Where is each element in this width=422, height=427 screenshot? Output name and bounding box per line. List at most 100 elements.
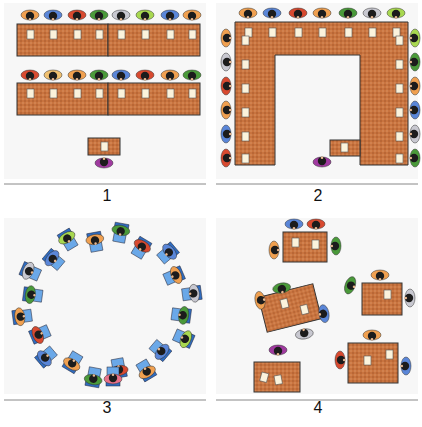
panel-number: 1 [103,187,112,205]
student-figure [285,219,303,230]
panel-number: 2 [314,187,323,205]
paper-sheet [27,30,34,39]
student-figure [269,241,280,259]
paper-sheet [242,36,249,45]
paper-sheet [50,89,57,98]
paper-sheet [142,30,149,39]
student-figure [112,70,130,81]
student-figure [147,337,173,363]
student-figure [136,70,154,81]
paper-sheet [242,84,249,93]
panel-grounds [4,3,418,394]
student-figure [221,101,232,119]
student-figure [239,8,257,19]
student-figure [410,125,421,143]
student-figure [155,240,181,266]
student-figure [269,345,287,356]
student-figure [263,8,281,19]
paper-sheet [96,89,103,98]
student-figure [171,326,196,350]
student-figure [68,10,86,21]
student-figure [295,327,315,340]
student-figure [335,351,346,369]
student-figure [171,305,192,325]
paper-sheet [280,298,289,308]
paper-sheet [245,28,252,37]
paper-sheet [101,142,108,151]
student-figure [272,282,292,295]
student-figure [12,306,33,326]
paper-sheet [242,132,249,141]
paper-sheet [167,89,174,98]
student-figure [317,304,330,324]
paper-sheet [50,30,57,39]
student-figure [221,29,232,47]
student-figure [85,231,106,253]
paper-sheet [292,238,299,247]
student-figure [221,53,232,71]
paper-sheet [295,28,302,37]
paper-sheet [260,372,269,383]
student-figure [128,235,153,261]
student-figure [28,322,53,346]
student-figure [331,237,342,255]
student-figure [68,70,86,81]
student-figure [410,149,421,167]
student-figure [112,10,130,21]
student-figure [22,285,43,305]
paper-sheet [167,30,174,39]
paper-sheet [386,350,393,359]
student-figure [307,219,325,230]
student-figure [44,10,62,21]
paper-sheet [189,89,196,98]
student-figure [339,8,357,19]
student-figure [401,357,412,375]
student-figure [161,10,179,21]
student-figure [104,367,122,386]
student-figure [60,349,85,375]
paper-sheet [396,84,403,93]
student-figure [136,10,154,21]
panel-rules [4,184,418,400]
student-figure [90,10,108,21]
paper-sheet [364,356,371,365]
student-figure [183,10,201,21]
student-figure [21,10,39,21]
paper-sheet [396,36,403,45]
paper-sheet [396,132,403,141]
paper-sheet [274,375,282,385]
paper-sheet [300,304,309,314]
paper-sheet [27,89,34,98]
student-figure [221,77,232,95]
paper-sheet [118,89,125,98]
paper-sheet [242,108,249,117]
panel-number: 3 [103,399,112,417]
paper-sheet [189,30,196,39]
paper-sheet [341,143,348,152]
student-figure [410,53,421,71]
paper-sheet [74,89,81,98]
paper-sheet [393,28,400,37]
student-figure [342,275,358,296]
paper-sheet [118,30,125,39]
student-figure [410,101,421,119]
student-figure [405,289,416,307]
student-figure [387,8,405,19]
student-figure [313,8,331,19]
student-figure [21,70,39,81]
paper-sheet [384,290,391,299]
paper-sheet [345,28,352,37]
panel-number: 4 [314,399,323,417]
student-figure [313,157,331,168]
student-figure [95,158,113,169]
student-figure [55,227,80,253]
student-figure [410,29,421,47]
student-figure [363,330,381,341]
student-figure [41,247,67,273]
student-figure [289,8,307,19]
student-figure [254,291,267,311]
paper-sheet [396,108,403,117]
paper-sheet [96,30,103,39]
student-figure [110,222,131,244]
paper-sheet [369,28,376,37]
